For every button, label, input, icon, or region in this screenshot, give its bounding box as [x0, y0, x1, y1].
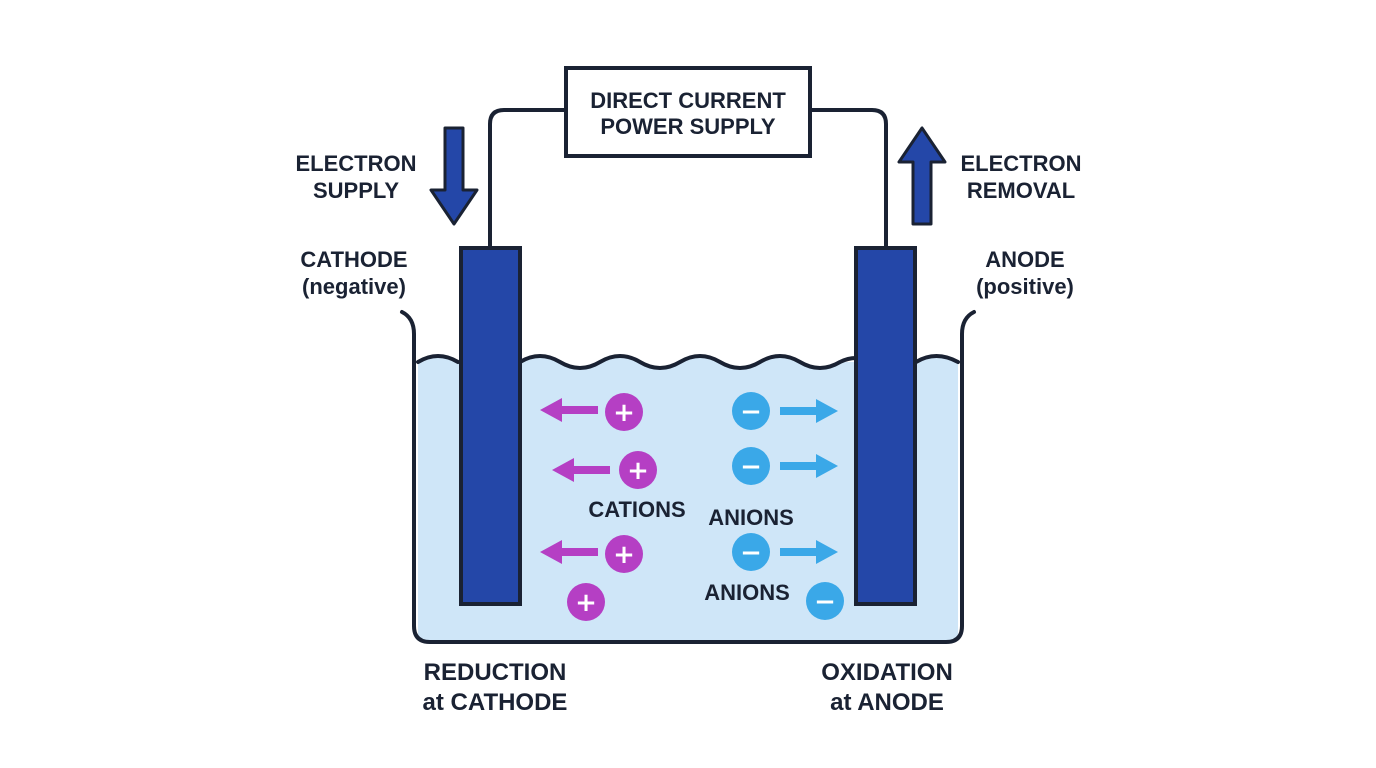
svg-text:+: +	[613, 540, 635, 570]
electron-removal-arrow-icon	[897, 126, 947, 226]
anion-ion: −	[806, 582, 844, 620]
oxidation-label-line1: OXIDATION	[821, 659, 953, 686]
cation-arrow-icon	[552, 458, 610, 482]
anion-arrow-icon	[780, 540, 838, 564]
solution-surface	[416, 354, 960, 370]
svg-text:+: +	[613, 398, 635, 428]
electrolyte-solution	[418, 356, 958, 640]
svg-text:−: −	[740, 538, 762, 568]
anion-ion: −	[732, 447, 770, 485]
svg-text:−: −	[740, 452, 762, 482]
wire-anode	[810, 108, 888, 248]
anode-label-line1: ANODE	[985, 247, 1064, 272]
power-supply-label-line2: POWER SUPPLY	[600, 114, 776, 139]
oxidation-label-line2: at ANODE	[830, 689, 944, 716]
power-supply-box	[564, 66, 812, 158]
electron-supply-label-line1: ELECTRON	[296, 151, 417, 176]
svg-text:−: −	[740, 397, 762, 427]
cathode-electrode	[459, 246, 522, 606]
svg-text:+: +	[575, 588, 597, 618]
electron-supply-label-line2: SUPPLY	[313, 178, 399, 203]
svg-text:+: +	[627, 456, 649, 486]
cation-ion: +	[619, 451, 657, 489]
cation-ion: +	[605, 535, 643, 573]
electron-removal-label-line1: ELECTRON	[961, 151, 1082, 176]
reduction-label-line1: REDUCTION	[424, 659, 567, 686]
wire-cathode	[488, 108, 566, 248]
anion-arrow-icon	[780, 454, 838, 478]
svg-text:−: −	[814, 587, 836, 617]
cations-label: CATIONS	[588, 497, 685, 522]
electron-removal-label-line2: REMOVAL	[967, 178, 1075, 203]
cation-ion: +	[605, 393, 643, 431]
cathode-label-line2: (negative)	[302, 274, 406, 299]
anion-ion: −	[732, 392, 770, 430]
anode-electrode	[854, 246, 917, 606]
anode-label-line2: (positive)	[976, 274, 1074, 299]
anions-label: ANIONS	[704, 580, 790, 605]
cathode-label-line1: CATHODE	[300, 247, 407, 272]
anions-label: ANIONS	[708, 505, 794, 530]
power-supply-label-line1: DIRECT CURRENT	[590, 88, 786, 113]
reduction-label-line2: at CATHODE	[423, 689, 568, 716]
anion-arrow-icon	[780, 399, 838, 423]
cation-arrow-icon	[540, 398, 598, 422]
anion-ion: −	[732, 533, 770, 571]
electrolysis-tank	[400, 310, 976, 644]
cation-ion: +	[567, 583, 605, 621]
cation-arrow-icon	[540, 540, 598, 564]
electron-supply-arrow-icon	[429, 126, 479, 226]
